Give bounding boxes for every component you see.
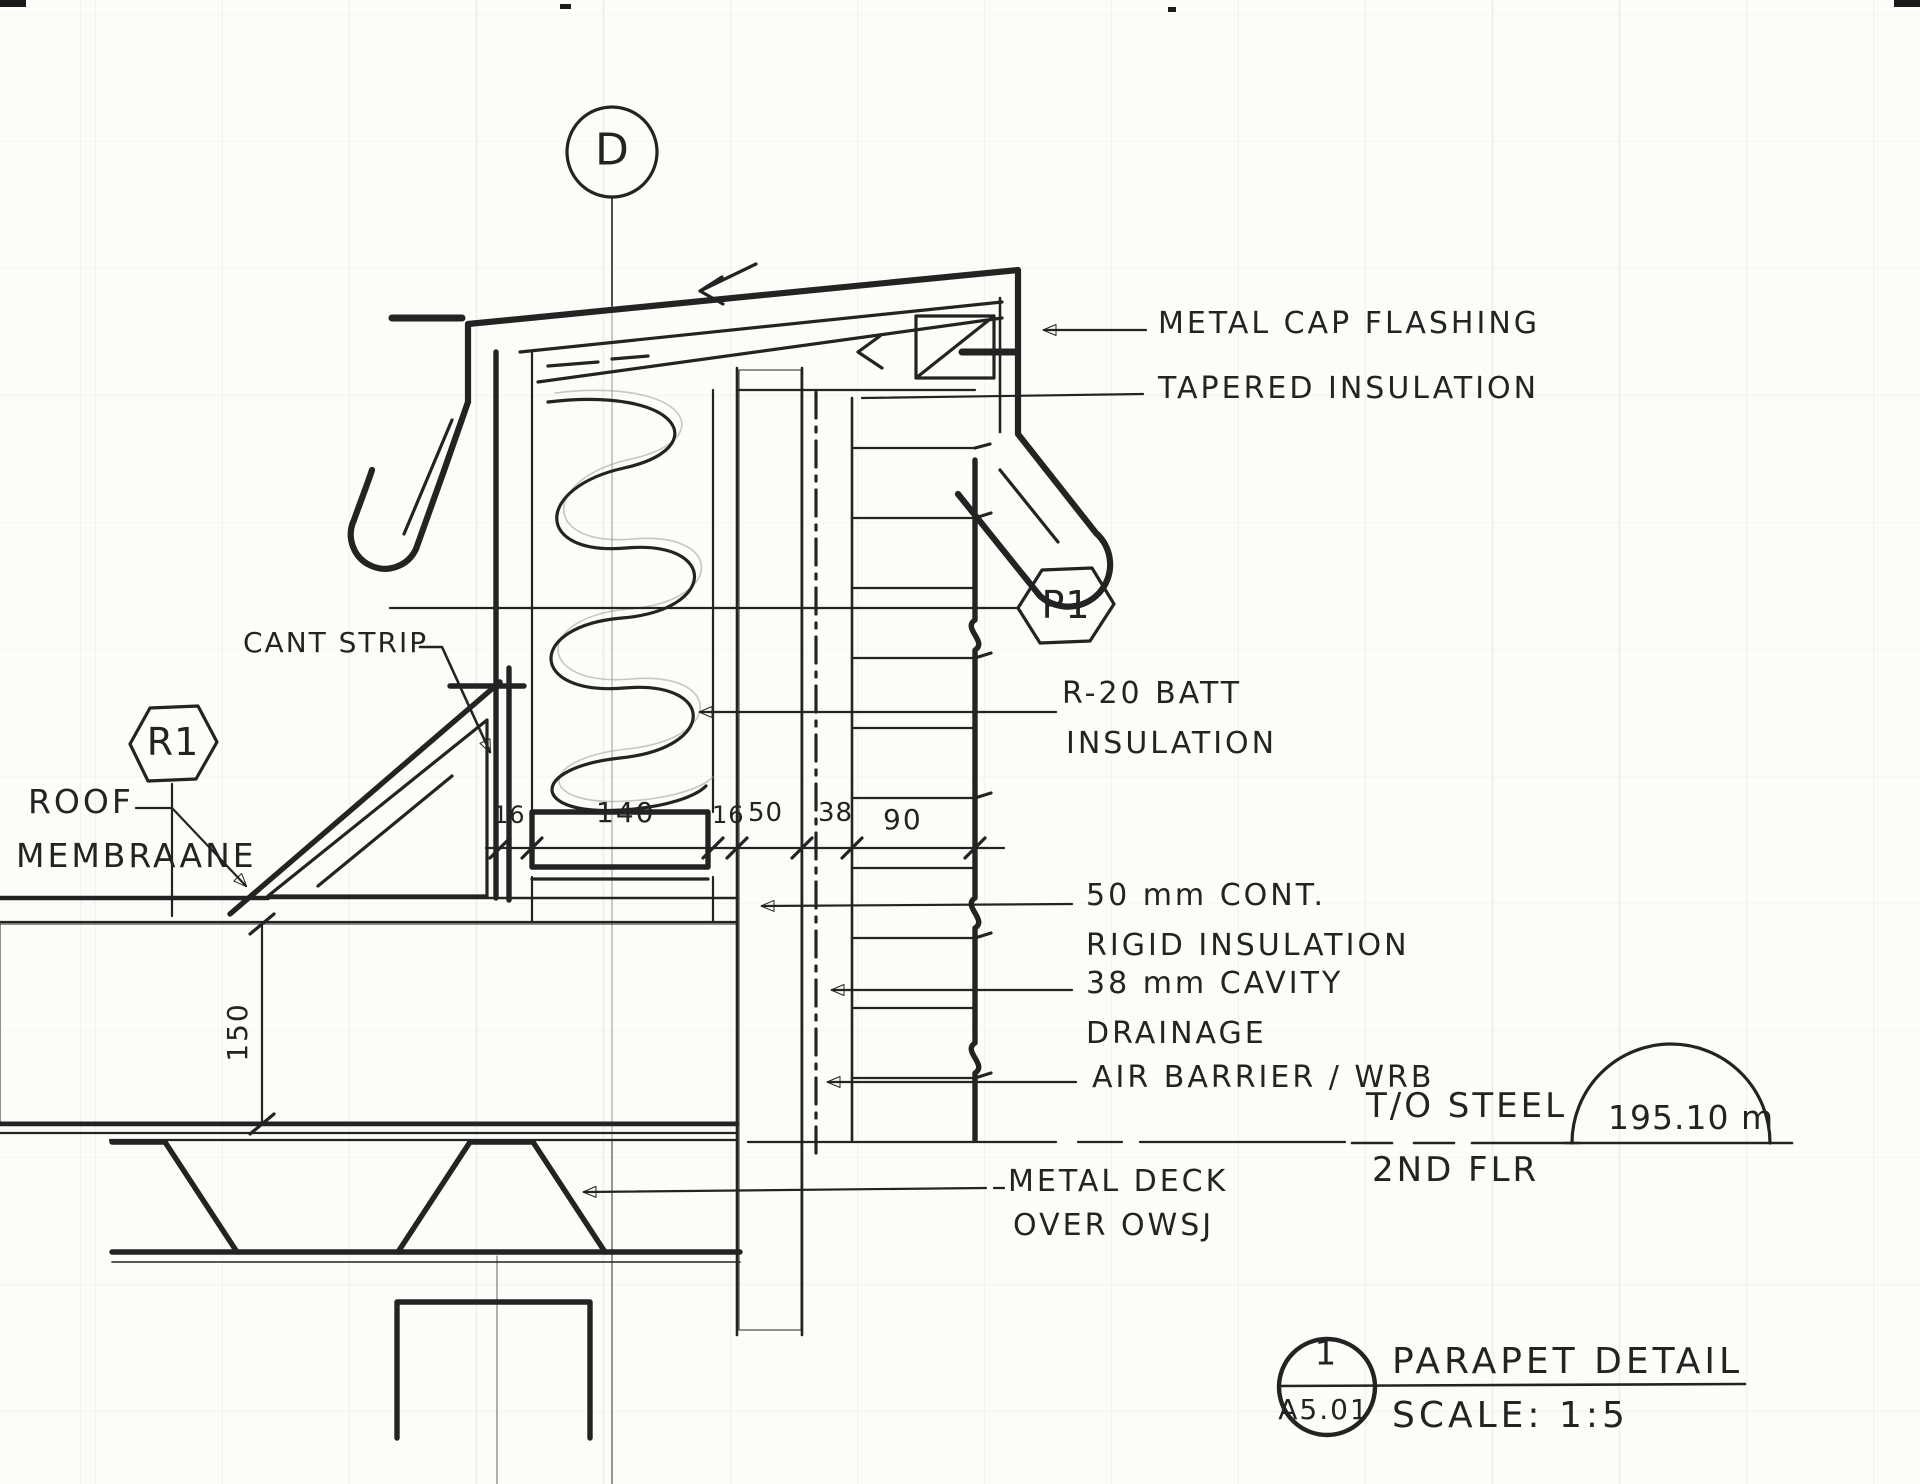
cap-outer-profile	[464, 266, 1022, 438]
rigid-insulation-hatch	[738, 369, 802, 1331]
batt-insulation-label-1: R-20 BATT	[1062, 676, 1243, 711]
dim-16b: 16	[712, 801, 745, 829]
grid-bubble-label: D	[595, 124, 629, 176]
cavity-drainage-label-1: 38 mm CAVITY	[1086, 966, 1344, 1001]
tag-bubble-lines	[128, 566, 1116, 918]
metal-deck-leader	[582, 1185, 988, 1198]
roof-tag: R1	[146, 720, 200, 765]
tapered-insulation-leader	[860, 392, 1145, 400]
cap-left-drip-hook	[347, 398, 472, 572]
metal-cap-flashing-lines	[347, 262, 1114, 610]
sheet-number: A5.01	[1278, 1393, 1370, 1427]
dim-50: 50	[748, 798, 784, 828]
dim-150: 150	[221, 1002, 255, 1062]
air-barrier-label: AIR BARRIER / WRB	[1092, 1060, 1435, 1095]
membrane-over-cant	[227, 679, 503, 917]
metal-deck-lines	[108, 1138, 743, 1441]
metal-deck-label-2: OVER OWSJ	[1013, 1208, 1215, 1243]
brick-right-face	[968, 457, 982, 1143]
dim-38: 38	[818, 798, 854, 828]
level-marker-lines	[746, 1042, 1794, 1145]
title-block-lines	[1276, 1336, 1747, 1438]
leader-lines	[418, 324, 1148, 1198]
detail-number: 1	[1314, 1333, 1340, 1374]
cant-strip-leader	[418, 645, 492, 754]
r1-hexagon	[128, 704, 219, 783]
parapet-wall-lines	[447, 349, 977, 1337]
brick-veneer-lines	[850, 396, 993, 1143]
dim-90: 90	[883, 803, 923, 836]
cant-strip-label: CANT STRIP	[243, 626, 429, 659]
break-mark	[856, 334, 884, 370]
scan-artifacts	[0, 0, 1920, 12]
rigid-insulation-leader	[760, 899, 1074, 912]
metal-cap-flashing-label: METAL CAP FLASHING	[1158, 306, 1541, 341]
level-name: T/O STEEL	[1366, 1086, 1568, 1126]
level-elevation: 195.10 m	[1608, 1098, 1775, 1137]
roof-membrane-label-2: MEMBRAANE	[16, 836, 257, 875]
partition-tag: P1	[1041, 583, 1091, 628]
grid-bubble-d-lines	[496, 105, 659, 1484]
p1-hexagon	[1016, 566, 1116, 645]
batt-squiggle	[546, 397, 708, 813]
detail-title: PARAPET DETAIL	[1392, 1341, 1744, 1382]
structure-below-deck	[394, 1299, 593, 1441]
rigid-insulation-label-2: RIGID INSULATION	[1086, 928, 1410, 963]
batt-insulation-label-2: INSULATION	[1066, 726, 1278, 761]
detail-scale: SCALE: 1:5	[1392, 1395, 1629, 1436]
tapered-insulation-label: TAPERED INSULATION	[1158, 371, 1540, 406]
elevation-semicircle	[1570, 1042, 1772, 1145]
cant-strip-lines	[0, 679, 739, 917]
cap-right-drip-hook	[954, 430, 1114, 610]
roof-membrane-label-1: ROOF	[28, 782, 134, 821]
roof-insulation-lines	[0, 912, 740, 1136]
cant-strip-triangle	[266, 718, 489, 898]
cavity-drainage-label-2: DRAINAGE	[1086, 1016, 1267, 1051]
level-floor: 2ND FLR	[1372, 1150, 1540, 1190]
wood-blocking	[914, 314, 996, 380]
dimension-string-lines	[484, 836, 1006, 860]
dim-140: 140	[596, 796, 656, 829]
dim-16a: 16	[493, 801, 526, 829]
metal-deck-label-1: METAL DECK	[1008, 1164, 1229, 1199]
rigid-insulation-label-1: 50 mm CONT.	[1086, 878, 1326, 913]
batt-insulation-lines	[546, 389, 714, 813]
roof-insulation-hatch	[0, 923, 738, 1123]
slope-arrow	[698, 262, 758, 306]
